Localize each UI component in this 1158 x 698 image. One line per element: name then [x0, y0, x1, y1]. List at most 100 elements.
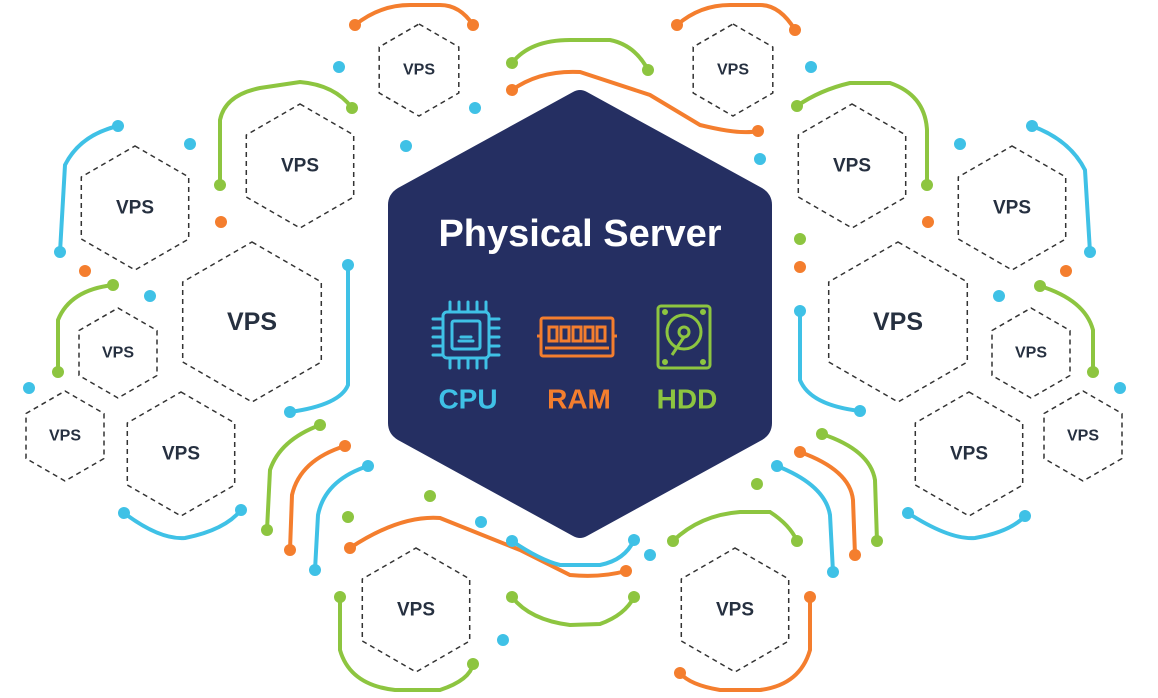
trace-endpoint	[214, 179, 226, 191]
vps-label: VPS	[950, 444, 988, 465]
decorative-dot	[469, 102, 481, 114]
connector-trace	[1038, 284, 1095, 374]
decorative-dot	[184, 138, 196, 150]
connector-trace	[58, 124, 120, 254]
vps-node: VPS	[914, 391, 1024, 517]
vps-hexagon	[126, 391, 236, 517]
physical-server-hexagon	[388, 90, 772, 538]
connector-trace	[671, 510, 799, 543]
trace-endpoint	[794, 305, 806, 317]
vps-hexagon	[80, 145, 190, 271]
hdd-label: HDD	[657, 384, 718, 415]
trace-endpoint	[1084, 246, 1096, 258]
vps-hexagon	[25, 390, 105, 482]
vps-node: VPS	[78, 307, 158, 399]
vps-node: VPS	[361, 547, 471, 673]
decorative-dot	[644, 549, 656, 561]
trace-endpoint	[346, 102, 358, 114]
decorative-dot	[333, 61, 345, 73]
vps-label: VPS	[873, 308, 923, 336]
decorative-dot	[993, 290, 1005, 302]
vps-node: VPS	[245, 103, 355, 229]
decorative-dot	[1060, 265, 1072, 277]
decorative-dot	[497, 634, 509, 646]
vps-label: VPS	[716, 600, 754, 621]
vps-label: VPS	[281, 156, 319, 177]
vps-node: VPS	[692, 23, 774, 117]
connector-trace	[798, 309, 862, 413]
connector-trace	[510, 69, 760, 135]
decorative-dot	[475, 516, 487, 528]
decorative-dot	[922, 216, 934, 228]
decorative-dot	[79, 265, 91, 277]
vps-label: VPS	[116, 198, 154, 219]
vps-label: VPS	[1067, 428, 1099, 445]
trace-endpoint	[854, 405, 866, 417]
trace-endpoint	[671, 19, 683, 31]
trace-endpoint	[921, 179, 933, 191]
connector-trace	[678, 595, 812, 692]
vps-hexagon	[914, 391, 1024, 517]
trace-endpoint	[339, 440, 351, 452]
trace-endpoint	[628, 591, 640, 603]
vps-node: VPS	[1043, 390, 1123, 482]
vps-label: VPS	[833, 156, 871, 177]
connector-dots	[23, 19, 1126, 679]
trace-endpoint	[362, 460, 374, 472]
trace-endpoint	[791, 100, 803, 112]
trace-endpoint	[628, 534, 640, 546]
trace-endpoint	[871, 535, 883, 547]
decorative-dot	[400, 140, 412, 152]
trace-endpoint	[506, 84, 518, 96]
trace-endpoint	[827, 566, 839, 578]
trace-endpoint	[816, 428, 828, 440]
vps-node: VPS	[378, 23, 460, 117]
decorative-dot	[342, 511, 354, 523]
connector-trace	[675, 2, 797, 32]
decorative-dot	[144, 290, 156, 302]
decorative-dot	[751, 478, 763, 490]
connector-trace	[338, 595, 475, 692]
trace-endpoint	[467, 658, 479, 670]
vps-node: VPS	[957, 145, 1067, 271]
vps-label: VPS	[403, 62, 435, 79]
decorative-dot	[754, 153, 766, 165]
vps-hexagon	[245, 103, 355, 229]
cpu-label: CPU	[438, 384, 497, 415]
connector-trace	[1030, 124, 1092, 254]
decorative-dot	[1114, 382, 1126, 394]
vps-label: VPS	[102, 345, 134, 362]
trace-endpoint	[54, 246, 66, 258]
connector-trace	[510, 595, 636, 628]
decorative-dot	[954, 138, 966, 150]
vps-node: VPS	[827, 241, 969, 403]
vps-hexagon	[78, 307, 158, 399]
decorative-dot	[23, 382, 35, 394]
connector-trace	[313, 464, 370, 572]
vps-node: VPS	[126, 391, 236, 517]
trace-endpoint	[506, 57, 518, 69]
connector-trace	[510, 38, 650, 72]
trace-endpoint	[794, 446, 806, 458]
trace-endpoint	[1087, 366, 1099, 378]
trace-endpoint	[620, 565, 632, 577]
connector-trace	[775, 464, 835, 574]
vps-hexagon	[378, 23, 460, 117]
trace-endpoint	[107, 279, 119, 291]
vps-hexagon	[1043, 390, 1123, 482]
trace-endpoint	[804, 591, 816, 603]
trace-endpoint	[752, 125, 764, 137]
vps-hexagon	[680, 547, 790, 673]
connector-trace	[122, 508, 243, 541]
trace-endpoint	[235, 504, 247, 516]
hdd-icon	[656, 304, 712, 370]
trace-endpoint	[849, 549, 861, 561]
vps-label: VPS	[397, 600, 435, 621]
connector-trace	[820, 432, 879, 543]
trace-endpoint	[506, 591, 518, 603]
trace-endpoint	[344, 542, 356, 554]
cpu-icon	[431, 300, 501, 370]
vps-node: VPS	[80, 145, 190, 271]
vps-hexagon	[991, 307, 1071, 399]
